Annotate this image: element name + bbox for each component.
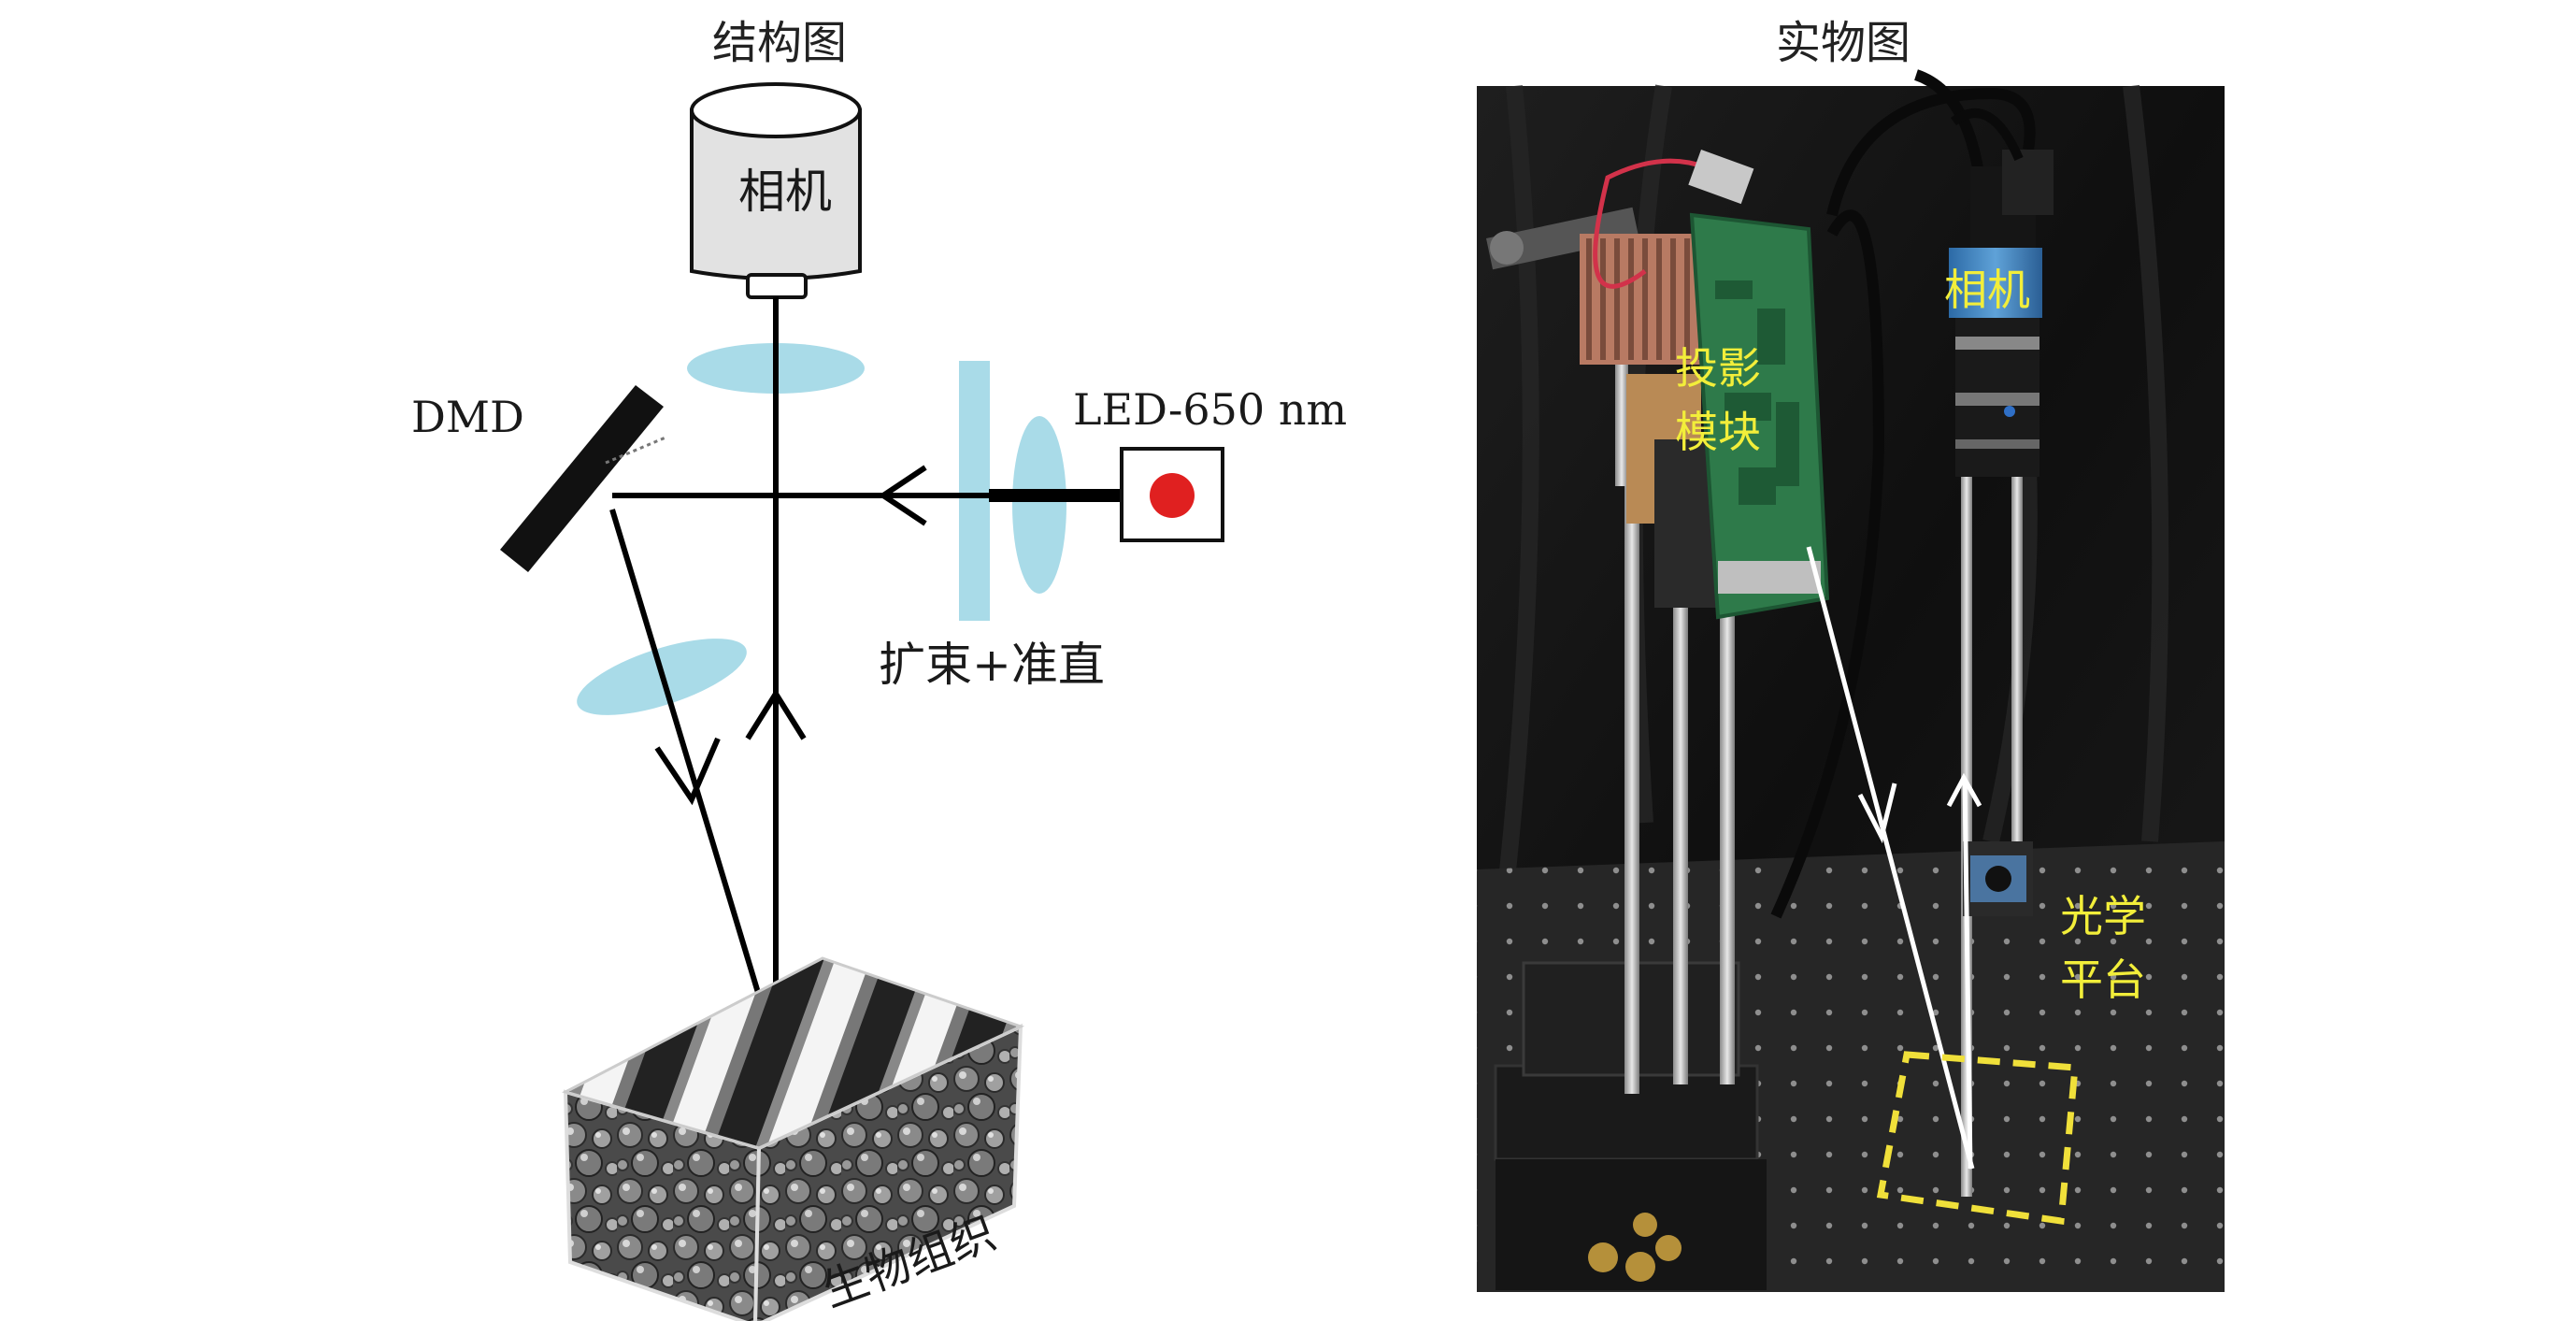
beam-arrow-icon (878, 465, 927, 526)
tissue-block-icon (561, 956, 1025, 1321)
beam-expander-icon (959, 361, 990, 621)
photo-camera-label: 相机 (1944, 265, 2030, 315)
camera-icon (690, 82, 862, 299)
expander-label: 扩束+准直 (879, 638, 1105, 692)
schematic: 相机 DMD LED-650 nm 扩束+准直 (411, 82, 1347, 1321)
left-panel-title: 结构图 (712, 17, 848, 69)
right-panel-title: 实物图 (1776, 17, 1911, 69)
beam-paths (609, 297, 1122, 1015)
dmd-label: DMD (411, 392, 524, 442)
photo-beam-paths (1806, 546, 1982, 1170)
led-dot-icon (1150, 473, 1195, 518)
photo-table-label-line1: 光学 (2060, 891, 2146, 941)
collimator-lens-icon (1012, 416, 1066, 594)
dmd-icon (500, 385, 666, 572)
led-label: LED-650 nm (1073, 384, 1347, 435)
beam-arrow-icon (745, 688, 807, 740)
setup-photo: 相机 投影 模块 光学 平台 (1477, 69, 2225, 1292)
camera-label: 相机 (738, 165, 832, 219)
photo-table-label-line2: 平台 (2060, 955, 2146, 1005)
roi-box (1876, 1051, 2079, 1225)
photo-projector-label-line1: 投影 (1675, 343, 1761, 394)
beam-arrow-icon (654, 737, 721, 806)
photo-projector-label-line2: 模块 (1675, 407, 1761, 457)
